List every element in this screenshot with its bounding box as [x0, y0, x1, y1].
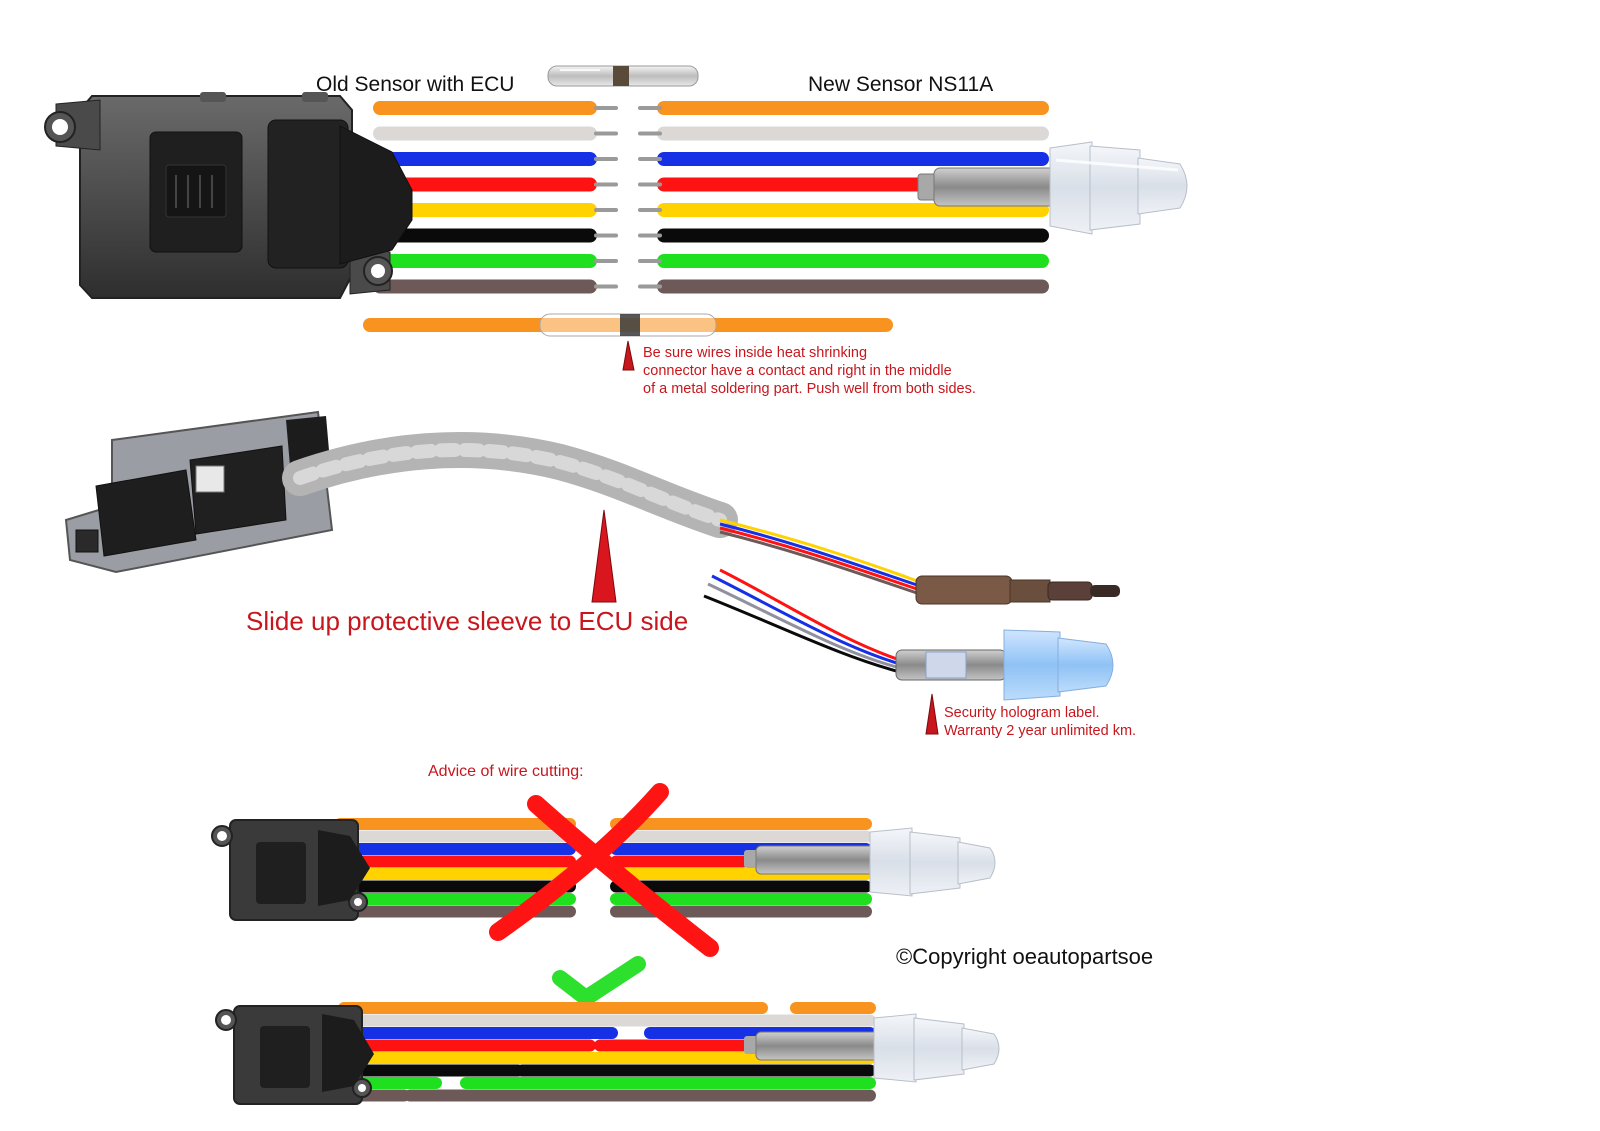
- shrink-connector-note: Be sure wires inside heat shrinking conn…: [643, 345, 976, 397]
- ecu-icon: [64, 410, 334, 574]
- cross-icon: [489, 783, 719, 957]
- sensor-icon: [915, 575, 1120, 605]
- ecu-icon: [211, 819, 370, 921]
- sensor-icon: [917, 141, 1188, 235]
- old-sensor-label: Old Sensor with ECU: [316, 73, 515, 96]
- sensor-icon: [744, 827, 996, 897]
- connector-sleeve-icon: [539, 313, 717, 337]
- sensor-icon: [895, 629, 1114, 701]
- connector-sleeve-icon: [547, 65, 699, 87]
- pointer-arrow-icon: [925, 693, 939, 735]
- ecu-icon: [215, 1005, 374, 1105]
- sensor-icon: [744, 1013, 1000, 1083]
- wire-cutting-advice-heading: Advice of wire cutting:: [428, 763, 584, 780]
- copyright-notice: ©Copyright oeautopartsoe: [896, 944, 1154, 969]
- pointer-arrow-icon: [591, 509, 617, 603]
- pointer-arrow-icon: [622, 340, 635, 371]
- hologram-note: Security hologram label. Warranty 2 year…: [944, 705, 1137, 739]
- sleeve-note: Slide up protective sleeve to ECU side: [246, 606, 689, 636]
- ecu-icon: [44, 92, 413, 299]
- new-sensor-label: New Sensor NS11A: [808, 73, 994, 96]
- checkmark-icon: [552, 956, 646, 1006]
